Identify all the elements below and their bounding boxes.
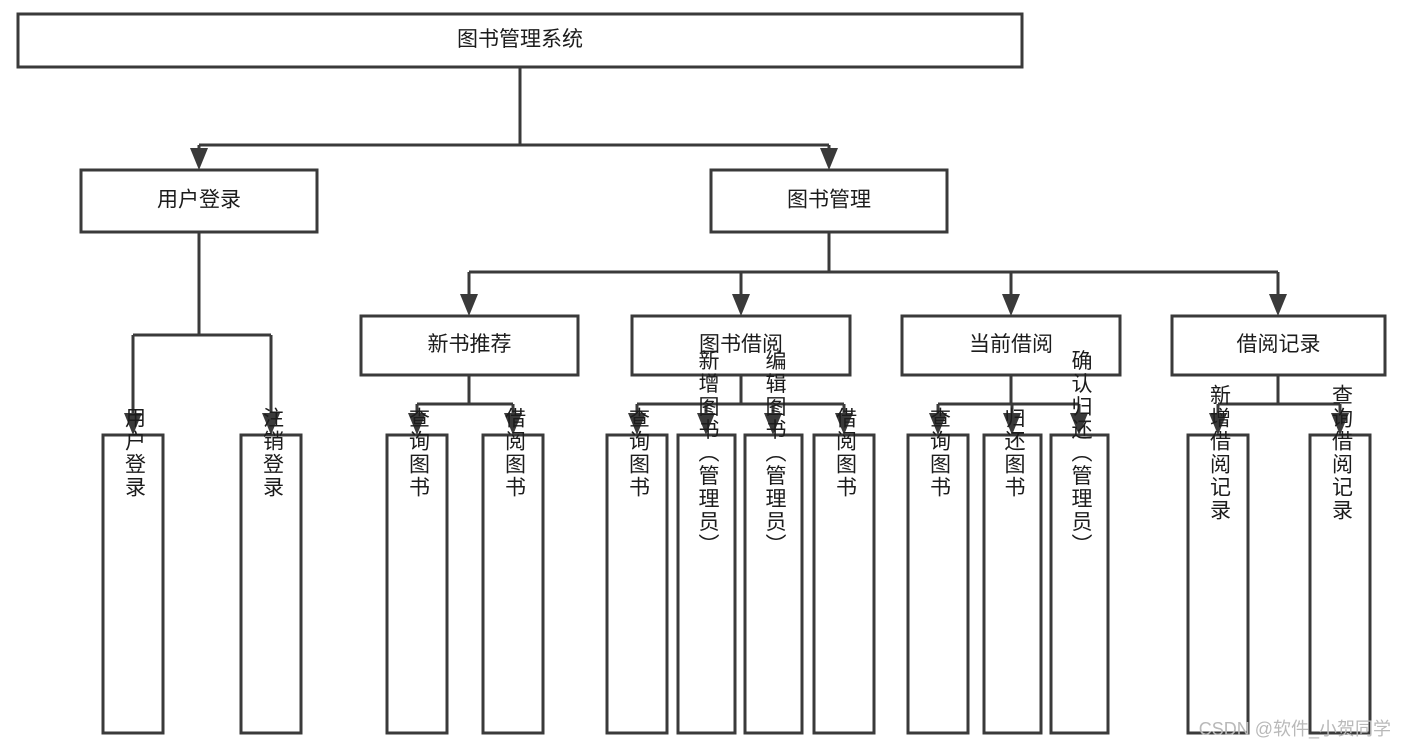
connector-book-manage <box>460 232 1287 316</box>
connector-layer <box>124 67 1349 435</box>
arrow-head-icon <box>697 413 715 435</box>
node-label: 查询图书 <box>406 407 430 499</box>
node-box[interactable] <box>676 433 737 735</box>
arrow-head-icon <box>764 413 782 435</box>
node-label: 新增借阅记录 <box>1207 384 1231 522</box>
arrow-head-icon <box>732 294 750 316</box>
node-label: 查询借阅记录 <box>1329 384 1353 522</box>
node-box[interactable] <box>1186 433 1250 735</box>
node-label: 新书推荐 <box>428 333 512 356</box>
node-leaf-user-login[interactable]: 用户登录 <box>101 407 165 735</box>
node-layer: 图书管理系统用户登录图书管理新书推荐图书借阅当前借阅借阅记录用户登录注销登录查询… <box>16 12 1387 735</box>
node-label: 当前借阅 <box>969 333 1053 356</box>
node-label: 借阅图书 <box>502 407 526 499</box>
node-leaf-rec-borrow[interactable]: 借阅图书 <box>481 407 545 735</box>
node-label: 查询图书 <box>927 407 951 499</box>
node-leaf-rec-query[interactable]: 查询图书 <box>385 407 449 735</box>
node-box[interactable] <box>900 314 1122 377</box>
node-book-borrow[interactable]: 图书借阅 <box>630 314 852 377</box>
arrow-head-icon <box>190 148 208 170</box>
node-label: 归还图书 <box>1002 407 1026 499</box>
arrow-head-icon <box>504 413 522 435</box>
node-box[interactable] <box>1170 314 1387 377</box>
node-label: 查询图书 <box>626 407 650 499</box>
connector-new-book-rec <box>408 375 522 435</box>
node-current-borrow[interactable]: 当前借阅 <box>900 314 1122 377</box>
node-label: 图书借阅 <box>699 333 783 356</box>
node-label: 图书管理系统 <box>457 28 583 51</box>
node-book-manage[interactable]: 图书管理 <box>709 168 949 234</box>
node-label: 用户登录 <box>122 407 146 499</box>
node-label: 注销登录 <box>260 407 284 499</box>
arrow-head-icon <box>628 413 646 435</box>
csdn-watermark: CSDN @软件_小贺同学 <box>1198 719 1391 739</box>
arrow-head-icon <box>1209 413 1227 435</box>
arrow-head-icon <box>1002 294 1020 316</box>
node-leaf-br-add[interactable]: 新增借阅记录 <box>1186 384 1250 735</box>
connector-borrow-record <box>1209 375 1349 435</box>
node-box[interactable] <box>359 314 580 377</box>
node-leaf-cb-return[interactable]: 归还图书 <box>982 407 1043 735</box>
connector-user-login <box>124 232 280 435</box>
node-label: 新增图书（管理员） <box>696 350 720 557</box>
node-leaf-cb-confirm[interactable]: 确认归还（管理员） <box>1049 350 1110 735</box>
node-box[interactable] <box>481 433 545 735</box>
arrow-head-icon <box>408 413 426 435</box>
node-box[interactable] <box>906 433 970 735</box>
connector-book-borrow <box>628 375 853 435</box>
arrow-head-icon <box>124 413 142 435</box>
node-box[interactable] <box>239 433 303 735</box>
arrow-head-icon <box>262 413 280 435</box>
arrow-head-icon <box>929 413 947 435</box>
node-box[interactable] <box>630 314 852 377</box>
node-user-login[interactable]: 用户登录 <box>79 168 319 234</box>
arrow-head-icon <box>1070 413 1088 435</box>
connector-current-borrow <box>929 375 1088 435</box>
node-leaf-bb-edit[interactable]: 编辑图书（管理员） <box>743 350 804 735</box>
node-box[interactable] <box>79 168 319 234</box>
node-leaf-cb-query[interactable]: 查询图书 <box>906 407 970 735</box>
node-box[interactable] <box>812 433 876 735</box>
node-leaf-bb-query[interactable]: 查询图书 <box>605 407 669 735</box>
arrow-head-icon <box>1269 294 1287 316</box>
node-box[interactable] <box>1308 433 1372 735</box>
node-box[interactable] <box>743 433 804 735</box>
node-borrow-record[interactable]: 借阅记录 <box>1170 314 1387 377</box>
node-leaf-bb-borrow[interactable]: 借阅图书 <box>812 407 876 735</box>
node-box[interactable] <box>982 433 1043 735</box>
node-box[interactable] <box>605 433 669 735</box>
node-label: 图书管理 <box>787 189 871 212</box>
arrow-head-icon <box>1331 413 1349 435</box>
arrow-head-icon <box>835 413 853 435</box>
node-new-book-rec[interactable]: 新书推荐 <box>359 314 580 377</box>
node-label: 借阅图书 <box>833 407 857 499</box>
arrow-head-icon <box>1003 413 1021 435</box>
node-box[interactable] <box>385 433 449 735</box>
node-leaf-user-logout[interactable]: 注销登录 <box>239 407 303 735</box>
connector-root <box>190 67 838 170</box>
node-box[interactable] <box>16 12 1024 69</box>
arrow-head-icon <box>460 294 478 316</box>
node-box[interactable] <box>101 433 165 735</box>
node-label: 确认归还（管理员） <box>1069 350 1093 557</box>
arrow-head-icon <box>820 148 838 170</box>
node-label: 借阅记录 <box>1237 333 1321 356</box>
node-label: 编辑图书（管理员） <box>763 350 787 557</box>
node-box[interactable] <box>709 168 949 234</box>
node-leaf-br-query[interactable]: 查询借阅记录 <box>1308 384 1372 735</box>
node-label: 用户登录 <box>157 189 241 212</box>
node-leaf-bb-add[interactable]: 新增图书（管理员） <box>676 350 737 735</box>
node-root[interactable]: 图书管理系统 <box>16 12 1024 69</box>
node-box[interactable] <box>1049 433 1110 735</box>
